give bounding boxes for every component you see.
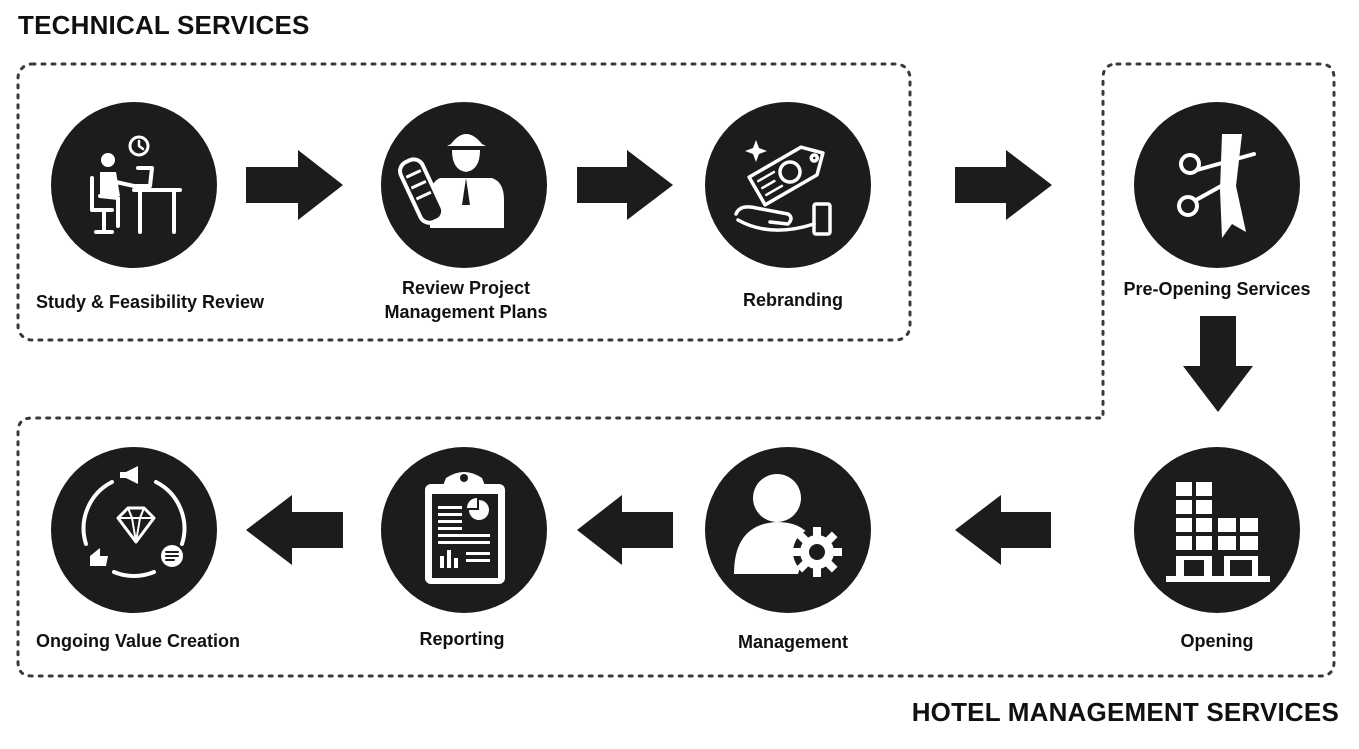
label-reporting: Reporting [419, 629, 505, 649]
label-pre-opening: Pre-Opening Services [1123, 279, 1311, 299]
arrow-right-2 [577, 150, 673, 220]
label-review-project-line2: Management Plans [384, 302, 548, 322]
person-at-desk-icon [90, 135, 182, 234]
step-review-project [381, 102, 547, 268]
step-reporting [381, 447, 547, 613]
hotel-services-boundary [16, 62, 1336, 678]
arrow-right-1 [246, 150, 343, 220]
step-ongoing-value [51, 447, 217, 613]
label-management: Management [737, 632, 849, 652]
step-study-feasibility [51, 102, 217, 268]
arrow-left-3 [246, 495, 343, 565]
step-management [705, 447, 871, 613]
clipboard-report-icon [425, 472, 505, 584]
technical-services-heading: TECHNICAL SERVICES [18, 10, 310, 40]
user-gear-icon [734, 474, 842, 577]
step-rebranding [705, 102, 871, 268]
label-ongoing-value: Ongoing Value Creation [35, 631, 241, 651]
arrow-left-1 [955, 495, 1051, 565]
step-pre-opening [1134, 102, 1300, 268]
arrow-left-2 [577, 495, 673, 565]
arrow-right-3 [955, 150, 1052, 220]
label-rebranding: Rebranding [742, 290, 844, 310]
engineer-with-blueprint-icon [398, 134, 504, 228]
technical-services-boundary [16, 62, 912, 342]
hotel-management-services-heading: HOTEL MANAGEMENT SERVICES [911, 697, 1339, 727]
diamond-cycle-icon [81, 466, 187, 578]
label-study-feasibility: Study & Feasibility Review [35, 292, 265, 312]
label-review-project: Review Project Management Plans [384, 276, 547, 324]
step-opening [1134, 447, 1300, 613]
label-review-project-line1: Review Project [401, 278, 531, 298]
hotel-building-icon [1166, 482, 1270, 582]
label-opening: Opening [1180, 631, 1254, 651]
ribbon-cutting-scissors-icon [1177, 134, 1256, 238]
arrow-down [1183, 316, 1253, 412]
tag-in-hand-icon [734, 140, 832, 236]
